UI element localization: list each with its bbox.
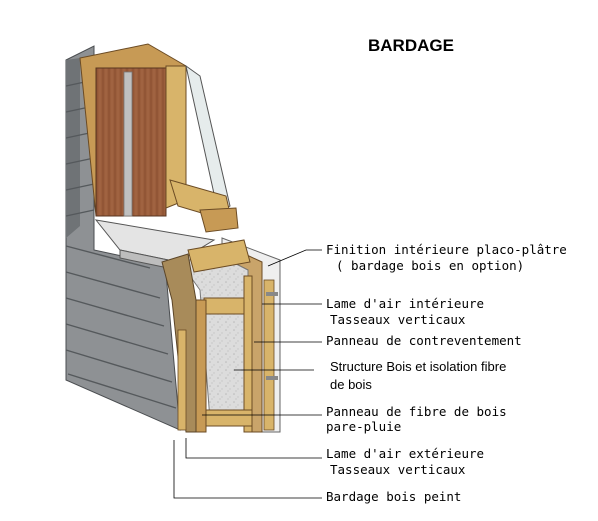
label-structure-line2: de bois	[330, 377, 372, 392]
label-lame-interieure-line2: Tasseaux verticaux	[330, 312, 466, 327]
label-lame-exterieure-line2: Tasseaux verticaux	[330, 462, 466, 477]
label-finition-line1: Finition intérieure placo-plâtre	[326, 242, 567, 257]
leader-lines	[173, 249, 322, 499]
wall-layers	[161, 237, 281, 433]
diagram-title: BARDAGE	[368, 36, 454, 55]
label-bardage-bois-peint: Bardage bois peint	[326, 489, 462, 504]
label-finition-line2: ( bardage bois en option)	[336, 258, 525, 273]
window-frame	[79, 43, 239, 233]
leader-finition	[267, 249, 322, 267]
label-panneau-contreventement: Panneau de contreventement	[326, 333, 522, 348]
leader-bardage	[173, 440, 322, 499]
label-fibre-line1: Panneau de fibre de bois	[326, 404, 507, 419]
label-structure-line1: Structure Bois et isolation fibre	[330, 359, 507, 374]
label-lame-interieure-line1: Lame d'air intérieure	[326, 296, 485, 311]
leader-lame-exterieure	[185, 438, 322, 459]
label-fibre-line2: pare-pluie	[326, 419, 402, 434]
label-lame-exterieure-line1: Lame d'air extérieure	[326, 446, 485, 461]
